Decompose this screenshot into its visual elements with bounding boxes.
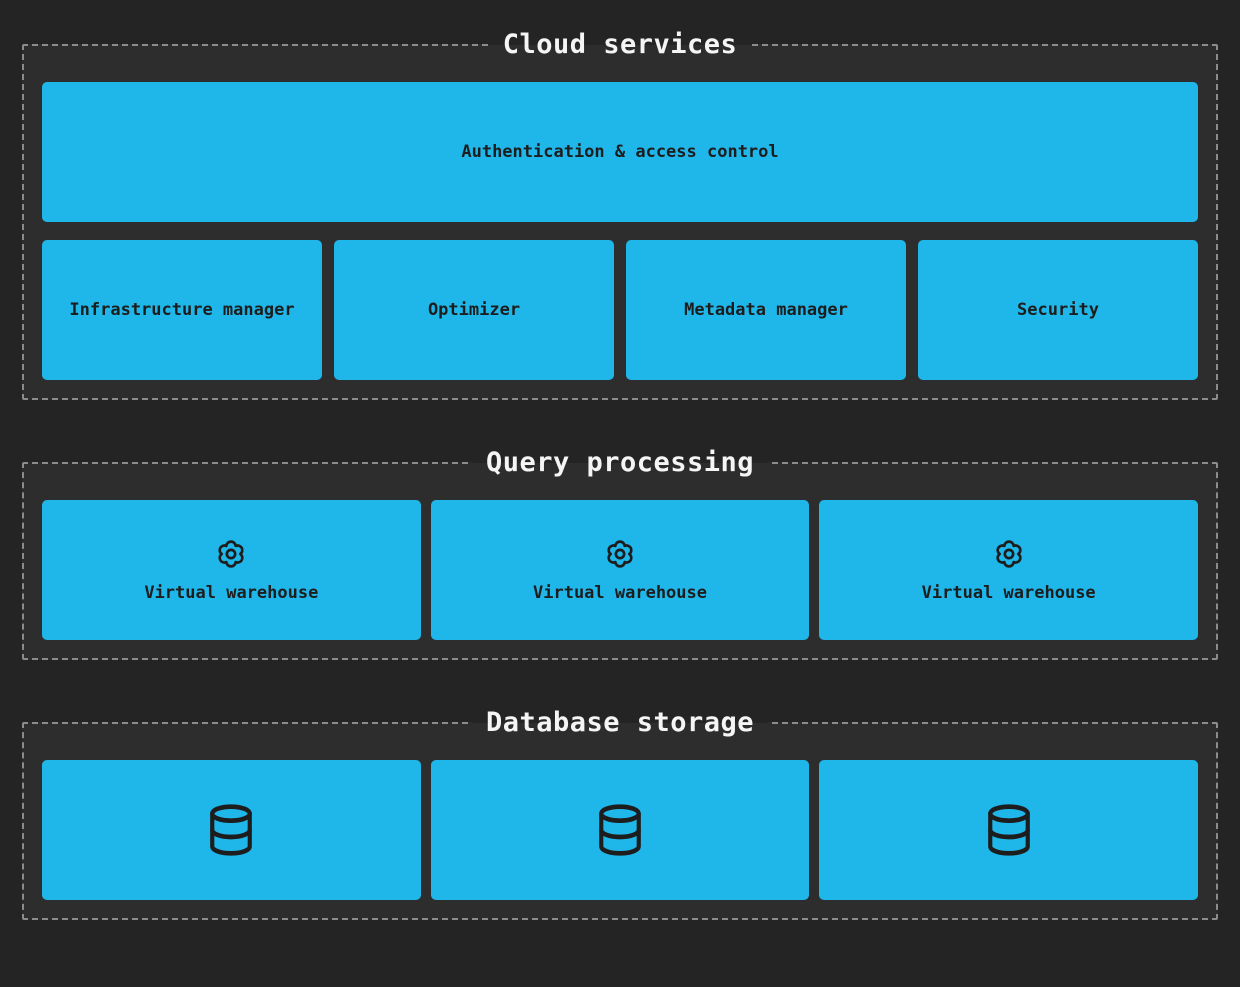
virtual-warehouse-box: Virtual warehouse — [430, 500, 810, 640]
metadata-manager-label: Metadata manager — [684, 300, 848, 320]
optimizer-label: Optimizer — [427, 300, 521, 320]
virtual-warehouse-label: Virtual warehouse — [921, 582, 1096, 603]
section-title-database-storage: Database storage — [471, 704, 769, 742]
cloud-services-box-row: Infrastructure manager Optimizer Metadat… — [42, 240, 1198, 380]
virtual-warehouse-box: Virtual warehouse — [819, 500, 1199, 640]
gear-icon — [604, 538, 636, 570]
infrastructure-manager-label: Infrastructure manager — [69, 300, 295, 320]
section-query-processing: Query processing Virtual warehouse — [22, 444, 1218, 660]
section-title-cloud-services: Cloud services — [488, 26, 752, 64]
database-box — [430, 760, 810, 900]
database-box — [819, 760, 1199, 900]
database-icon — [206, 802, 256, 858]
virtual-warehouse-box: Virtual warehouse — [42, 500, 421, 640]
virtual-warehouse-label: Virtual warehouse — [533, 582, 707, 603]
security-box: Security — [918, 240, 1198, 380]
optimizer-box: Optimizer — [334, 240, 614, 380]
query-processing-box-row: Virtual warehouse Virtual warehouse — [42, 500, 1199, 640]
database-icon — [984, 802, 1034, 858]
section-database-storage: Database storage — [22, 704, 1218, 920]
section-title-query-processing: Query processing — [471, 444, 769, 482]
gear-icon — [215, 538, 247, 570]
infrastructure-manager-box: Infrastructure manager — [42, 240, 322, 380]
security-label: Security — [1017, 300, 1099, 320]
auth-access-control-box: Authentication & access control — [42, 82, 1198, 222]
gear-icon — [993, 538, 1025, 570]
section-cloud-services: Cloud services Authentication & access c… — [22, 26, 1218, 400]
virtual-warehouse-label: Virtual warehouse — [144, 582, 319, 603]
database-box — [42, 760, 421, 900]
architecture-diagram: Cloud services Authentication & access c… — [0, 26, 1240, 987]
database-icon — [595, 802, 645, 858]
database-storage-box-row — [42, 760, 1199, 900]
metadata-manager-box: Metadata manager — [626, 240, 906, 380]
auth-access-control-label: Authentication & access control — [461, 142, 779, 162]
